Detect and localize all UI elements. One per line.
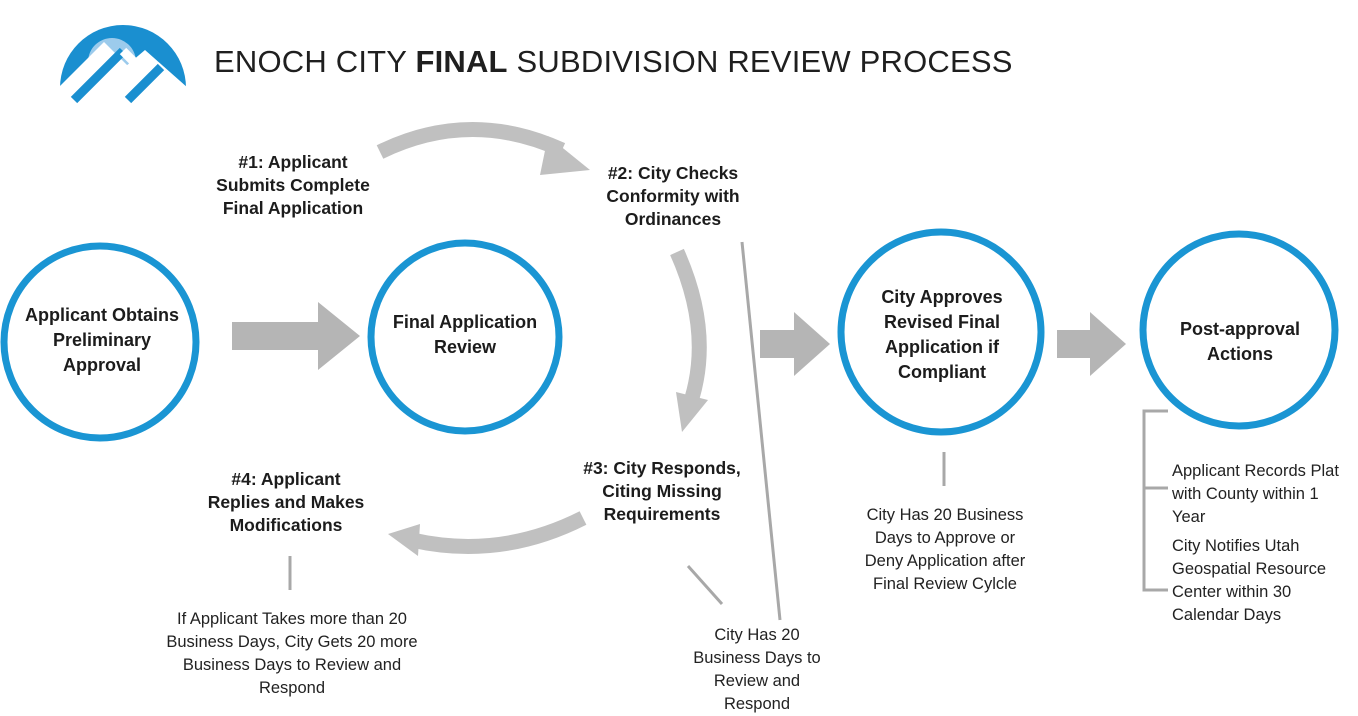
note-applicant-delay: If Applicant Takes more than 20 Business… xyxy=(166,610,418,697)
arrow-preliminary-to-review xyxy=(232,302,360,370)
post-action-item: Applicant Records Plat with County withi… xyxy=(1172,462,1339,526)
page-title: ENOCH CITY FINAL SUBDIVISION REVIEW PROC… xyxy=(214,44,1013,80)
mountain-sun-logo xyxy=(58,25,188,104)
title-prefix: ENOCH CITY xyxy=(214,44,416,79)
title-bold: FINAL xyxy=(415,44,508,79)
circle-final-review xyxy=(367,239,563,435)
curve-arrow-step2-to-step3 xyxy=(670,248,708,432)
title-suffix: SUBDIVISION REVIEW PROCESS xyxy=(507,44,1013,79)
arrow-review-to-approve xyxy=(760,312,830,376)
curve-arrow-step3-to-step4 xyxy=(388,511,587,556)
step-label-3: #3: City Responds, Citing Missing Requir… xyxy=(583,458,741,524)
circle-preliminary xyxy=(0,242,200,442)
connector-lines xyxy=(288,241,1168,621)
step-label-4: #4: Applicant Replies and Makes Modifica… xyxy=(207,469,365,535)
step-label-2: #2: City Checks Conformity with Ordinanc… xyxy=(606,163,740,229)
circle-label-post-approval: Post-approval Actions xyxy=(1179,319,1301,364)
note-post-actions: Applicant Records Plat with County withi… xyxy=(1172,460,1354,627)
note-city-review: City Has 20 Business Days to Review and … xyxy=(693,626,821,713)
circle-label-preliminary: Applicant Obtains Preliminary Approval xyxy=(24,304,179,375)
note-city-approve: City Has 20 Business Days to Approve or … xyxy=(864,506,1026,593)
circle-label-final-review: Final Application Review xyxy=(392,312,538,357)
circle-city-approves xyxy=(837,228,1045,436)
arrow-approve-to-post xyxy=(1057,312,1126,376)
circle-label-city-approves: City Approves Revised Final Application … xyxy=(881,287,1003,382)
post-action-item: City Notifies Utah Geospatial Resource C… xyxy=(1172,537,1327,624)
circle-post-approval xyxy=(1139,230,1339,430)
curve-arrow-step1-to-step2 xyxy=(376,122,590,175)
step-label-1: #1: Applicant Submits Complete Final App… xyxy=(216,152,370,218)
